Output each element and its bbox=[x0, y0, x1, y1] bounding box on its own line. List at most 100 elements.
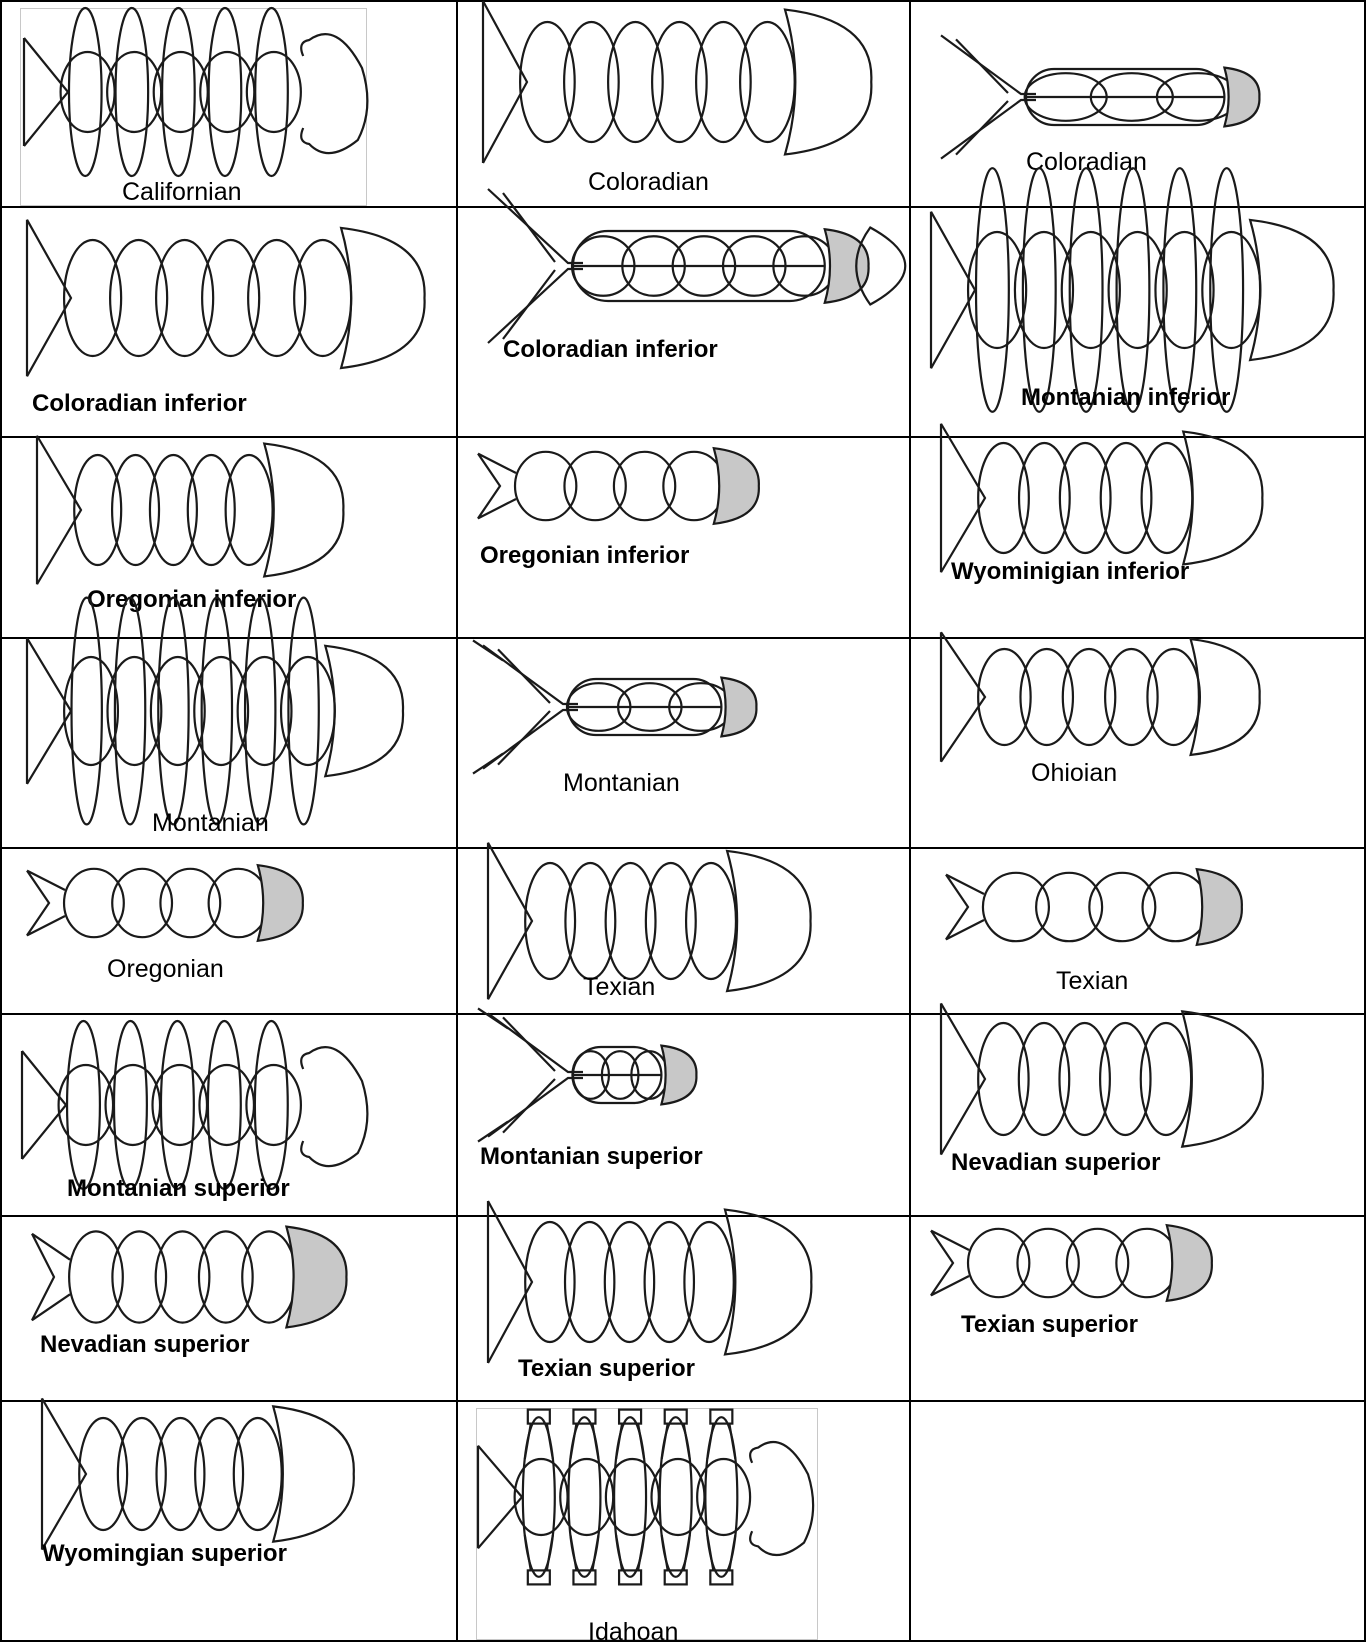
barb-stem bbox=[707, 1424, 735, 1571]
tail-fork-inner bbox=[503, 1017, 555, 1132]
point-type-label: Montanian bbox=[152, 811, 269, 836]
side-ellipse bbox=[208, 1021, 241, 1189]
tail-fork-lower bbox=[483, 710, 578, 769]
point-type-cell: Montanian superior bbox=[2, 1015, 456, 1215]
point-type-label: Coloradian inferior bbox=[32, 392, 247, 416]
point-outline bbox=[27, 220, 425, 377]
body-segment bbox=[226, 455, 273, 565]
body-segment bbox=[652, 22, 707, 142]
body-segment bbox=[1089, 873, 1155, 941]
body-segment bbox=[64, 869, 124, 937]
side-ellipse bbox=[209, 8, 242, 176]
point-outline bbox=[483, 1, 871, 163]
point-diagram bbox=[911, 639, 1364, 847]
tail-fork-inner bbox=[503, 193, 555, 339]
point-type-label: Oregonian bbox=[107, 957, 224, 982]
head-cap bbox=[714, 448, 759, 524]
head-cap bbox=[273, 1406, 354, 1541]
side-ellipse bbox=[67, 1021, 100, 1189]
head-bulb bbox=[301, 34, 367, 153]
side-ellipse bbox=[162, 8, 195, 176]
point-diagram bbox=[2, 849, 456, 1013]
tail-notch bbox=[32, 1234, 70, 1320]
tail-notch bbox=[946, 875, 984, 940]
side-ellipse bbox=[114, 1021, 147, 1189]
point-type-label: Texian bbox=[583, 975, 655, 1000]
head-cap bbox=[1250, 220, 1333, 360]
point-type-label: Montanian superior bbox=[67, 1177, 290, 1201]
head-cap bbox=[661, 1046, 696, 1105]
side-ellipse bbox=[116, 8, 149, 176]
point-type-cell: Montanian superior bbox=[458, 1015, 909, 1215]
point-outline bbox=[478, 448, 759, 524]
head-cap bbox=[1224, 68, 1259, 127]
point-type-label: Texian superior bbox=[518, 1357, 695, 1381]
body-segment bbox=[1143, 873, 1209, 941]
body-segment bbox=[1100, 1023, 1150, 1135]
point-type-cell: Oregonian inferior bbox=[458, 438, 909, 637]
body-segment bbox=[608, 22, 663, 142]
point-type-label: Wyomingian superior bbox=[42, 1542, 287, 1566]
point-diagram bbox=[458, 208, 909, 436]
point-type-cell: Oregonian bbox=[2, 849, 456, 1013]
point-type-cell: Texian superior bbox=[458, 1217, 909, 1400]
side-ellipse bbox=[255, 8, 288, 176]
body-segment bbox=[234, 1418, 282, 1530]
head-cap bbox=[341, 228, 424, 368]
body-segment bbox=[1017, 1229, 1078, 1297]
side-ellipse bbox=[255, 1021, 288, 1189]
point-type-cell: Montanian inferior bbox=[911, 208, 1364, 436]
point-type-cell: Ohioian bbox=[911, 639, 1364, 847]
head-cap bbox=[1182, 1011, 1263, 1146]
body-segment bbox=[1060, 443, 1111, 553]
head-cap bbox=[325, 646, 403, 776]
point-type-label: Ohioian bbox=[1031, 761, 1117, 786]
body-segment bbox=[1019, 443, 1070, 553]
point-outline bbox=[473, 640, 756, 773]
point-outline bbox=[488, 1201, 811, 1363]
point-diagram bbox=[911, 438, 1364, 637]
point-type-cell: Wyomingian superior bbox=[2, 1402, 456, 1640]
point-outline bbox=[22, 1021, 367, 1189]
body-segment bbox=[605, 1222, 654, 1342]
head-cap bbox=[785, 10, 871, 155]
point-outline bbox=[931, 1225, 1212, 1301]
body-segment bbox=[110, 240, 167, 356]
head-cap bbox=[286, 1227, 346, 1328]
point-diagram bbox=[458, 849, 909, 1013]
point-type-cell: Coloradian inferior bbox=[458, 208, 909, 436]
head-cap bbox=[264, 444, 343, 577]
point-type-cell: Texian bbox=[911, 849, 1364, 1013]
body-segment bbox=[1116, 1229, 1177, 1297]
point-outline bbox=[946, 869, 1242, 945]
body-segment bbox=[242, 1231, 296, 1322]
body-segment bbox=[1101, 443, 1152, 553]
tail-fork-upper bbox=[941, 35, 1036, 94]
tail-fork-inner bbox=[956, 39, 1008, 154]
point-outline bbox=[37, 436, 343, 585]
side-ellipse bbox=[161, 1021, 194, 1189]
body-segment bbox=[606, 863, 656, 979]
tail-fork-lower bbox=[488, 1078, 583, 1137]
body-segment bbox=[686, 863, 736, 979]
body-segment bbox=[248, 240, 305, 356]
point-outline bbox=[941, 35, 1259, 158]
body-segment bbox=[564, 22, 619, 142]
point-diagram bbox=[458, 1402, 909, 1640]
point-type-label: Montanian superior bbox=[480, 1145, 703, 1169]
point-type-label: Oregonian inferior bbox=[87, 588, 296, 612]
body-segment bbox=[663, 452, 724, 520]
body-segment bbox=[1142, 443, 1193, 553]
body-segment bbox=[1147, 649, 1199, 745]
point-type-cell: Idahoan bbox=[458, 1402, 909, 1640]
point-diagram bbox=[2, 1402, 456, 1640]
body-segment bbox=[520, 22, 575, 142]
body-segment bbox=[150, 455, 197, 565]
point-outline bbox=[478, 1008, 696, 1141]
body-segment bbox=[118, 1418, 166, 1530]
body-segment bbox=[156, 1231, 210, 1322]
body-segment bbox=[515, 452, 576, 520]
barb-stem bbox=[662, 1424, 690, 1571]
tail-fork-barb bbox=[473, 640, 503, 773]
head-cap bbox=[1197, 869, 1242, 945]
